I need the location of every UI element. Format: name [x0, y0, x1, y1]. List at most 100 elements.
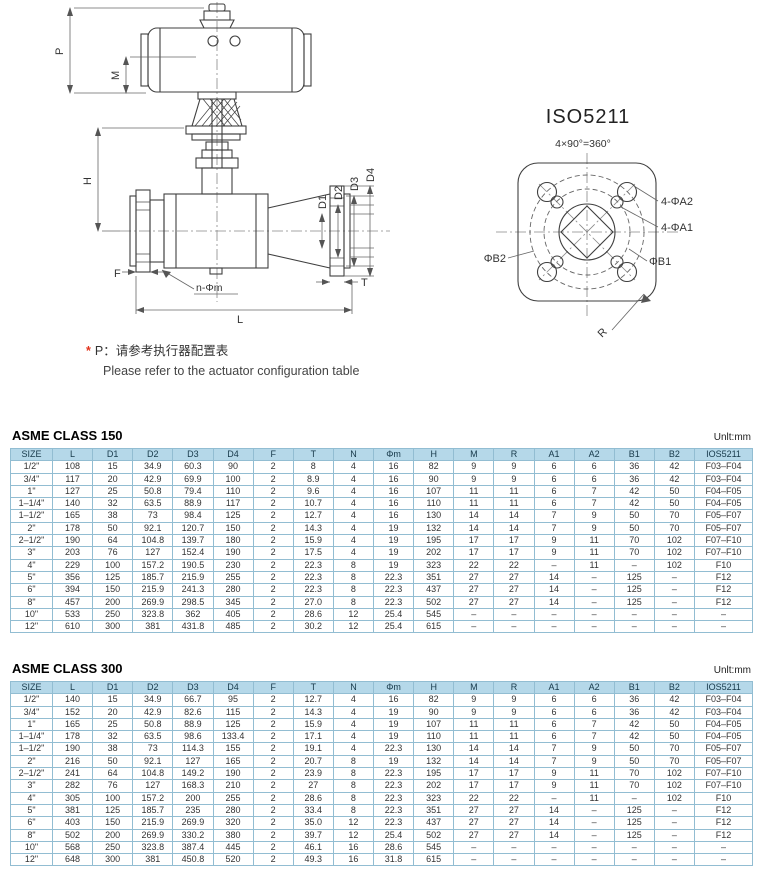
table-cell: F05–F07 — [694, 742, 753, 756]
table-cell: 2 — [252, 546, 294, 560]
table-cell: 6" — [10, 583, 53, 597]
table-cell: 165 — [51, 509, 94, 523]
table-cell: 615 — [413, 620, 455, 634]
table-cell: 615 — [413, 853, 455, 867]
table-cell: 4 — [332, 717, 375, 732]
footnote: *P：请参考执行器配置表 Please refer to the actuato… — [86, 340, 359, 378]
table-cell: 2 — [252, 717, 294, 732]
table-cell: F12 — [694, 803, 753, 818]
table-cell: 8 — [332, 595, 375, 609]
table-cell: F07–F10 — [694, 546, 753, 560]
table-cell: 16 — [372, 472, 415, 486]
iso5211-title: ISO5211 — [546, 106, 630, 128]
table-cell: 42.9 — [132, 705, 174, 719]
table-cell: 115 — [212, 705, 254, 719]
table-cell: 4 — [332, 534, 375, 548]
table-cell: 27 — [453, 816, 495, 830]
table-cell: 42 — [653, 705, 696, 719]
table-cell: 27 — [493, 595, 535, 609]
table-cell: 14 — [493, 521, 535, 536]
table-cell: 6 — [533, 484, 575, 499]
table-cell: 269.9 — [172, 816, 214, 830]
table-cell: 14 — [533, 570, 575, 585]
table-cell: 64 — [92, 767, 134, 781]
table-cell: 5" — [10, 803, 53, 818]
table-cell: 120.7 — [172, 521, 214, 536]
table-cell: 66.7 — [172, 693, 214, 707]
table-cell: 42 — [653, 693, 696, 707]
table-cell: 132 — [413, 521, 455, 536]
table-cell: 10.7 — [292, 497, 334, 511]
table-cell: 437 — [413, 816, 455, 830]
table-cell: – — [694, 840, 753, 855]
table-cell: 30.2 — [292, 620, 334, 634]
dim-label-m: M — [110, 71, 122, 80]
table-cell: 28.6 — [292, 607, 334, 622]
table-cell: 2–1/2" — [10, 534, 53, 548]
table-cell: 50 — [653, 497, 696, 511]
table-cell: 19 — [372, 705, 415, 719]
table-cell: 8 — [332, 791, 375, 805]
table-cell: 2 — [252, 853, 294, 867]
table-cell: 11 — [573, 546, 615, 560]
iso-label-a1: 4-ΦA1 — [661, 222, 693, 234]
table-cell: 32 — [92, 730, 134, 744]
table-cell: 8 — [332, 779, 375, 793]
table-cell: 1–1/2" — [10, 742, 53, 756]
table-cell: 16 — [372, 509, 415, 523]
table-cell: 22.3 — [372, 583, 415, 597]
table-cell: 132 — [413, 754, 455, 769]
iso5211-angle-label: 4×90°=360° — [555, 138, 611, 150]
table-cell: 11 — [453, 717, 495, 732]
table-cell: 3/4" — [10, 472, 53, 486]
table-cell: 14 — [533, 595, 575, 609]
column-header: B2 — [653, 447, 696, 462]
table-cell: 16 — [372, 484, 415, 499]
table-cell: 545 — [413, 840, 455, 855]
table-cell: F07–F10 — [694, 767, 753, 781]
column-header: B2 — [653, 680, 696, 695]
table-cell: 42 — [653, 472, 696, 486]
table-cell: – — [493, 607, 535, 622]
table-cell: 125 — [92, 570, 134, 585]
table-cell: 20.7 — [292, 754, 334, 769]
dim-label-p: P — [54, 48, 66, 55]
table-cell: 11 — [493, 717, 535, 732]
column-header: IOS5211 — [694, 447, 753, 462]
table-cell: 14 — [493, 754, 535, 769]
table-cell: 125 — [212, 717, 254, 732]
table-cell: 14 — [453, 742, 495, 756]
table-cell: 76 — [92, 779, 134, 793]
table-cell: 150 — [212, 521, 254, 536]
table-title-row: ASME CLASS 150 Unlt:mm — [10, 428, 753, 443]
table-cell: 19 — [372, 717, 415, 732]
table-cell: – — [573, 816, 615, 830]
table-cell: 6" — [10, 816, 53, 830]
table-cell: 1/2" — [10, 460, 53, 474]
dim-label-nm: n-Φm — [196, 282, 223, 294]
table-cell: 70 — [613, 534, 655, 548]
table-cell: 100 — [92, 791, 134, 805]
table-cell: 102 — [653, 767, 696, 781]
table-cell: 140 — [51, 497, 94, 511]
table-cell: 190 — [212, 546, 254, 560]
table-title: ASME CLASS 300 — [12, 661, 123, 676]
table-cell: 102 — [653, 791, 696, 805]
table-cell: 114.3 — [172, 742, 214, 756]
table-cell: 9 — [453, 460, 495, 474]
table-cell: 6 — [533, 472, 575, 486]
table-cell: 46.1 — [292, 840, 334, 855]
table-cell: 22.3 — [372, 570, 415, 585]
table-cell: 70 — [613, 546, 655, 560]
table-cell: 269.9 — [132, 595, 174, 609]
table-cell: 545 — [413, 607, 455, 622]
table-cell: 11 — [573, 779, 615, 793]
table-cell: 437 — [413, 583, 455, 597]
table-cell: 98.6 — [172, 730, 214, 744]
table-cell: 4 — [332, 742, 375, 756]
table-cell: 12 — [332, 620, 375, 634]
table-cell: 100 — [92, 558, 134, 572]
table-cell: 2 — [252, 767, 294, 781]
